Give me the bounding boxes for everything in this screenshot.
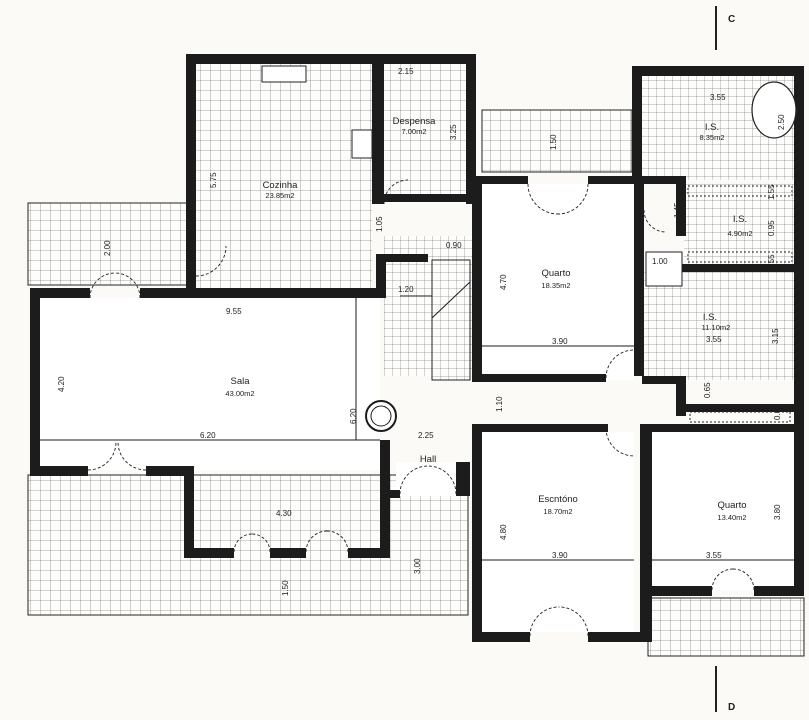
section-marker-top: C (715, 6, 735, 50)
room-escritorio-area: 18.70m2 (543, 507, 572, 516)
dim-150-top: 1.50 (549, 134, 558, 150)
wardrobe-3 (689, 411, 791, 423)
room-is2-name: I.S. (733, 214, 747, 225)
dim-300: 3.00 (413, 558, 422, 574)
dim-325: 3.25 (449, 124, 458, 140)
room-is3-area: 11.10m2 (702, 323, 731, 332)
bath-3-floor (644, 272, 800, 380)
dim-480: 4.80 (499, 524, 508, 540)
kitchen-floor (196, 64, 372, 290)
wardrobe-2 (687, 251, 793, 263)
dim-100-b: 1.00 (652, 257, 668, 266)
dim-470: 4.70 (499, 274, 508, 290)
dim-420: 4.20 (57, 376, 66, 392)
kitchen-sink (261, 65, 307, 83)
room-despensa-area: 7.00m2 (401, 127, 426, 136)
room-is3-name: I.S. (703, 312, 717, 323)
dim-200: 2.00 (103, 240, 112, 256)
dim-150-bot: 1.50 (281, 580, 290, 596)
room-is1-name: I.S. (705, 122, 719, 133)
kitchen-stove (351, 129, 373, 159)
office-floor (482, 432, 634, 632)
room-is1-area: 8.35m2 (699, 133, 724, 142)
hall-floor (396, 462, 458, 496)
bathtub (751, 81, 797, 139)
dim-380: 3.80 (773, 504, 782, 520)
bedroom-1-floor (482, 184, 634, 380)
wardrobe-1 (687, 185, 793, 197)
room-cozinha-name: Cozinha (263, 180, 299, 191)
terrace-bottom (27, 474, 469, 616)
terrace-top-middle (481, 109, 633, 173)
section-mark-c: C (728, 14, 735, 25)
bath-2-floor (684, 184, 800, 268)
section-marker-bottom: D (715, 666, 735, 713)
dim-215: 2.15 (398, 67, 414, 76)
column (365, 400, 397, 432)
dim-355-bot: 3.55 (706, 551, 722, 560)
sala-floor (40, 298, 380, 470)
room-quarto1-area: 18.35m2 (541, 281, 570, 290)
dim-620-v: 6.20 (349, 408, 358, 424)
room-escritorio-name: Escntóno (538, 494, 578, 505)
pantry-floor (384, 64, 472, 194)
dim-390-a: 3.90 (552, 337, 568, 346)
section-mark-d: D (728, 702, 735, 713)
room-quarto1-name: Quarto (541, 268, 570, 279)
walls (30, 54, 804, 642)
dim-095: 0.95 (767, 220, 776, 236)
terrace-bottom-right (647, 597, 805, 657)
dim-355-top: 3.55 (710, 93, 726, 102)
bedroom-2-floor (652, 432, 800, 590)
dim-065: 0.65 (703, 382, 712, 398)
dim-155-a: 1.55 (767, 184, 776, 200)
dim-620: 6.20 (200, 431, 216, 440)
room-sala-name: Sala (230, 376, 250, 387)
room-hall-name: Hall (420, 454, 436, 465)
dim-430: 4.30 (276, 509, 292, 518)
dim-090: 0.90 (446, 241, 462, 250)
dim-100: 1.00 (635, 196, 644, 212)
room-cozinha-area: 23.85m2 (265, 191, 294, 200)
room-sala-area: 43.00m2 (225, 389, 254, 398)
dim-225: 2.25 (418, 431, 434, 440)
room-is2-area: 4.90m2 (727, 229, 752, 238)
dim-110: 1.10 (495, 396, 504, 412)
dim-105: 1.05 (375, 216, 384, 232)
dim-390-b: 3.90 (552, 551, 568, 560)
dim-315: 3.15 (771, 328, 780, 344)
shower (645, 251, 683, 287)
dim-060: 0.60 (773, 404, 782, 420)
dimension-labels: 2.15 3.55 3.25 2.50 5.75 1.50 1.45 1.00 … (57, 67, 786, 596)
room-despensa-name: Despensa (393, 116, 436, 127)
terrace-left (27, 202, 189, 286)
stairs (431, 259, 471, 381)
room-quarto2-area: 13.40m2 (717, 513, 746, 522)
dim-145: 1.45 (673, 202, 682, 218)
room-quarto2-name: Quarto (717, 500, 746, 511)
dim-250: 2.50 (777, 114, 786, 130)
details (40, 65, 797, 637)
dim-120: 1.20 (398, 285, 414, 294)
dim-355-mid: 3.55 (706, 335, 722, 344)
dim-955: 9.55 (226, 307, 242, 316)
room-labels: Cozinha 23.85m2 Despensa 7.00m2 I.S. 8.3… (225, 116, 752, 522)
dim-575: 5.75 (209, 172, 218, 188)
dim-155-b: 1.55 (767, 254, 776, 270)
